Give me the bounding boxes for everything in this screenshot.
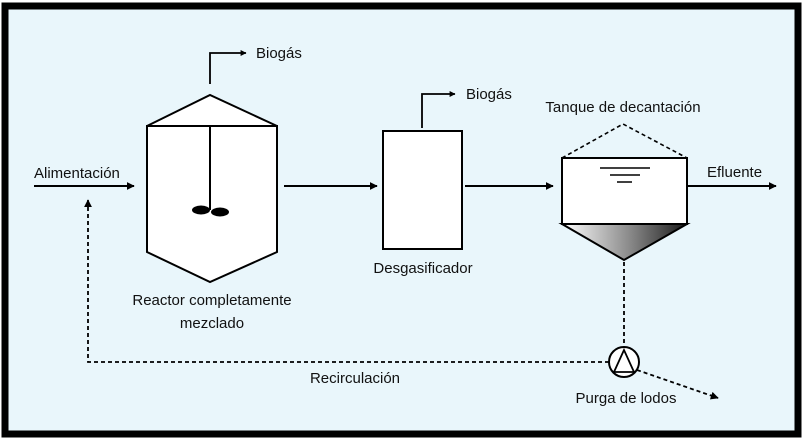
label-desgasificador: Desgasificador (373, 260, 472, 277)
label-tanque: Tanque de decantación (545, 99, 700, 116)
mixer-blade-right (211, 207, 229, 217)
reactor-biogas-arrow (209, 50, 247, 84)
degasser-biogas-arrow (421, 91, 456, 128)
label-biogas-reactor: Biogás (256, 45, 302, 62)
tank-cone (558, 223, 691, 262)
pump-icon (608, 346, 640, 378)
tank-body (561, 157, 688, 225)
label-recirculacion: Recirculación (310, 370, 400, 387)
recirculation-line (84, 199, 609, 363)
label-purga: Purga de lodos (576, 390, 677, 407)
settling-tank (558, 123, 691, 262)
label-efluente: Efluente (707, 164, 762, 181)
label-alimentacion: Alimentación (34, 165, 120, 182)
purge-arrow (636, 369, 719, 400)
degasser (382, 130, 463, 250)
reactor (146, 93, 278, 284)
reactor-body (146, 125, 278, 284)
tank-dashed-roof (561, 123, 688, 159)
label-reactor-line1: Reactor completamente (132, 292, 291, 309)
label-reactor-line2: mezclado (180, 315, 244, 332)
label-biogas-degasser: Biogás (466, 86, 512, 103)
mixer-blade-left (192, 205, 210, 215)
